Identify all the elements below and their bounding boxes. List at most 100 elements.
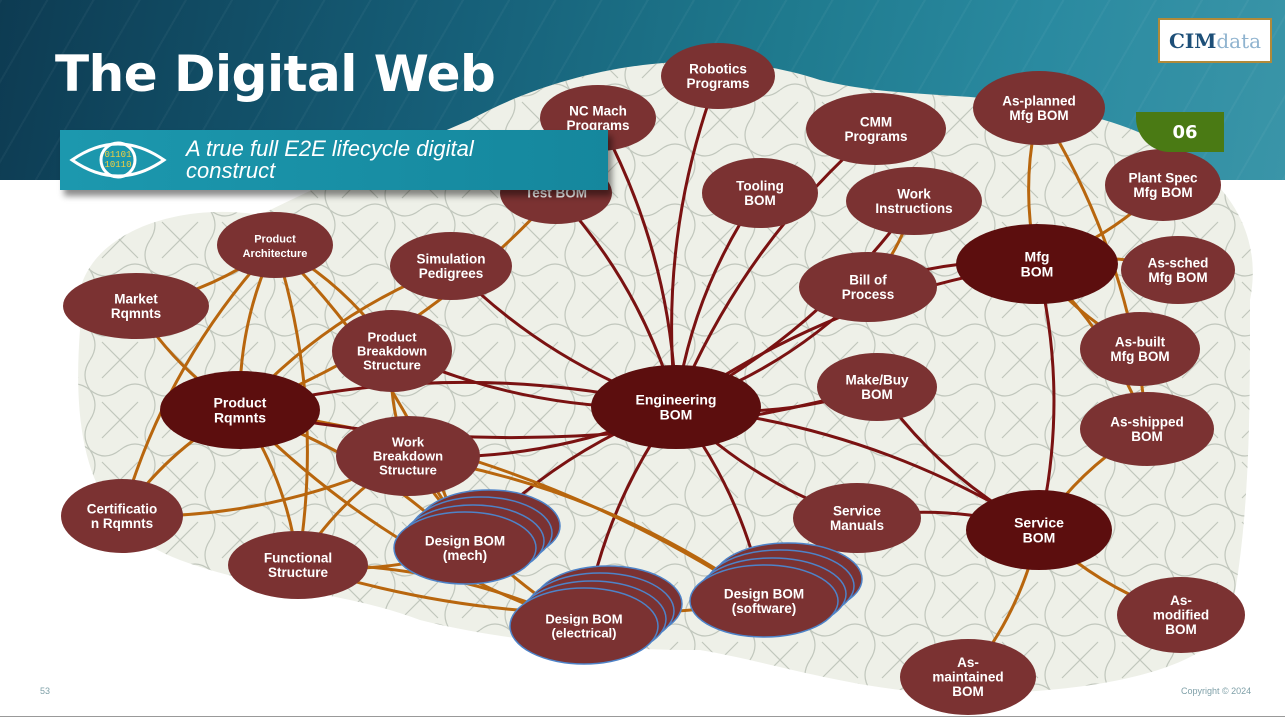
node-label: As-built bbox=[1115, 334, 1166, 349]
node-label: As-shipped bbox=[1110, 414, 1184, 429]
node-label: Mfg BOM bbox=[1148, 270, 1207, 285]
node-label: Breakdown bbox=[357, 344, 427, 359]
logo-text-light: data bbox=[1216, 28, 1262, 53]
node-shape bbox=[1121, 236, 1235, 304]
node-shape bbox=[1105, 149, 1221, 221]
node-shape bbox=[390, 232, 512, 300]
node-shape bbox=[228, 531, 368, 599]
node-label: Programs bbox=[844, 129, 907, 144]
section-tag: 06 bbox=[1136, 112, 1224, 152]
node-label: BOM bbox=[1131, 429, 1163, 444]
node-shape bbox=[591, 365, 761, 449]
node-label: Work bbox=[897, 186, 931, 201]
node-label: Design BOM bbox=[724, 586, 804, 601]
node-label: Design BOM bbox=[545, 612, 622, 627]
node-label: NC Mach bbox=[569, 103, 627, 118]
node-label: BOM bbox=[952, 684, 984, 699]
node-label: As- bbox=[1170, 593, 1192, 608]
node-label: Architecture bbox=[243, 248, 308, 260]
node-dbelec[interactable]: Design BOM(electrical) bbox=[509, 565, 683, 665]
node-label: Product bbox=[214, 394, 267, 410]
slide-number: 53 bbox=[40, 686, 51, 696]
node-label: Design BOM bbox=[425, 533, 505, 548]
node-dbmech[interactable]: Design BOM(mech) bbox=[393, 489, 561, 585]
node-label: (mech) bbox=[443, 548, 487, 563]
node-shape bbox=[509, 587, 659, 665]
node-label: n Rqmnts bbox=[91, 516, 153, 531]
node-label: Tooling bbox=[736, 178, 784, 193]
node-label: Simulation bbox=[416, 251, 485, 266]
node-label: Functional bbox=[264, 550, 332, 565]
node-label: BOM bbox=[861, 387, 893, 402]
node-label: Pedigrees bbox=[419, 266, 484, 281]
logo-text-bold: CIM bbox=[1168, 28, 1217, 53]
node-shape bbox=[393, 511, 537, 585]
link-prodrq-makebuy bbox=[239, 385, 878, 440]
node-shape bbox=[900, 639, 1036, 715]
node-label: Service bbox=[1014, 514, 1064, 530]
node-label: Instructions bbox=[875, 201, 952, 216]
node-shape bbox=[689, 564, 839, 638]
binary-eye-icon: 01101 10110 bbox=[69, 141, 167, 179]
node-shape bbox=[217, 212, 333, 278]
node-label: modified bbox=[1153, 608, 1209, 623]
node-shape bbox=[973, 71, 1105, 145]
node-label: Structure bbox=[379, 463, 437, 478]
node-shape bbox=[1080, 312, 1200, 386]
node-label: BOM bbox=[1165, 622, 1197, 637]
node-shape bbox=[806, 93, 946, 165]
node-shape bbox=[1117, 577, 1245, 653]
node-label: Product bbox=[367, 330, 417, 345]
node-label: Engineering bbox=[636, 391, 717, 407]
node-shape bbox=[63, 273, 209, 339]
node-label: Mfg BOM bbox=[1009, 108, 1068, 123]
node-label: BOM bbox=[744, 193, 776, 208]
node-dbsw[interactable]: Design BOM(software) bbox=[689, 542, 863, 638]
node-shape bbox=[956, 224, 1118, 304]
node-label: Plant Spec bbox=[1128, 170, 1198, 185]
node-label: As-sched bbox=[1148, 255, 1209, 270]
node-shape bbox=[1080, 392, 1214, 466]
node-shape bbox=[799, 252, 937, 322]
node-label: Market bbox=[114, 291, 158, 306]
node-label: As- bbox=[957, 655, 979, 670]
node-label: Mfg bbox=[1025, 248, 1050, 264]
slide-title: The Digital Web bbox=[55, 45, 496, 103]
binary-digits-bottom: 10110 bbox=[104, 160, 131, 170]
node-shape bbox=[846, 167, 982, 235]
node-shape bbox=[661, 43, 775, 109]
binary-digits-top: 01101 bbox=[104, 150, 131, 160]
node-label: Breakdown bbox=[373, 449, 443, 464]
node-label: Manuals bbox=[830, 518, 884, 533]
node-label: (software) bbox=[732, 601, 797, 616]
node-label: As-planned bbox=[1002, 93, 1076, 108]
